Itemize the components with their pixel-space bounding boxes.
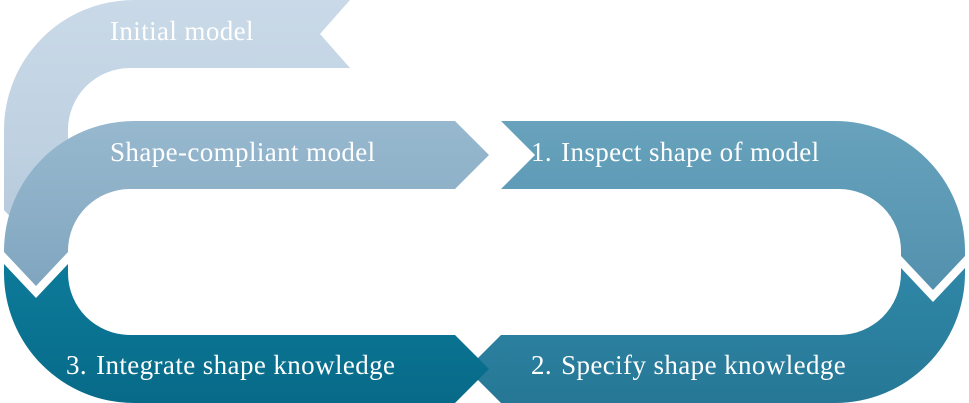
label-text-shape-compliant-model: Shape-compliant model bbox=[110, 137, 376, 167]
label-text-step-2: Specify shape knowledge bbox=[561, 350, 847, 380]
label-text-step-3: Integrate shape knowledge bbox=[96, 350, 396, 380]
step-number-3: 3. bbox=[66, 350, 88, 380]
band-step-2-shape bbox=[467, 268, 965, 403]
step-number-2: 2. bbox=[531, 350, 553, 380]
band-step-1-shape bbox=[501, 121, 965, 290]
band-label-shape-compliant-model: Shape-compliant model bbox=[110, 139, 376, 166]
label-text-initial-model: Initial model bbox=[110, 16, 254, 46]
band-initial-model-shape bbox=[4, 0, 350, 244]
band-label-step-3: 3. Integrate shape knowledge bbox=[66, 352, 395, 379]
band-shape-compliant-model-shape bbox=[4, 121, 489, 286]
step-number-1: 1. bbox=[531, 137, 553, 167]
band-step-3-shape bbox=[4, 264, 489, 403]
band-label-step-2: 2. Specify shape knowledge bbox=[531, 352, 846, 379]
band-label-initial-model: Initial model bbox=[110, 18, 254, 45]
label-text-step-1: Inspect shape of model bbox=[561, 137, 820, 167]
band-label-step-1: 1. Inspect shape of model bbox=[531, 139, 820, 166]
